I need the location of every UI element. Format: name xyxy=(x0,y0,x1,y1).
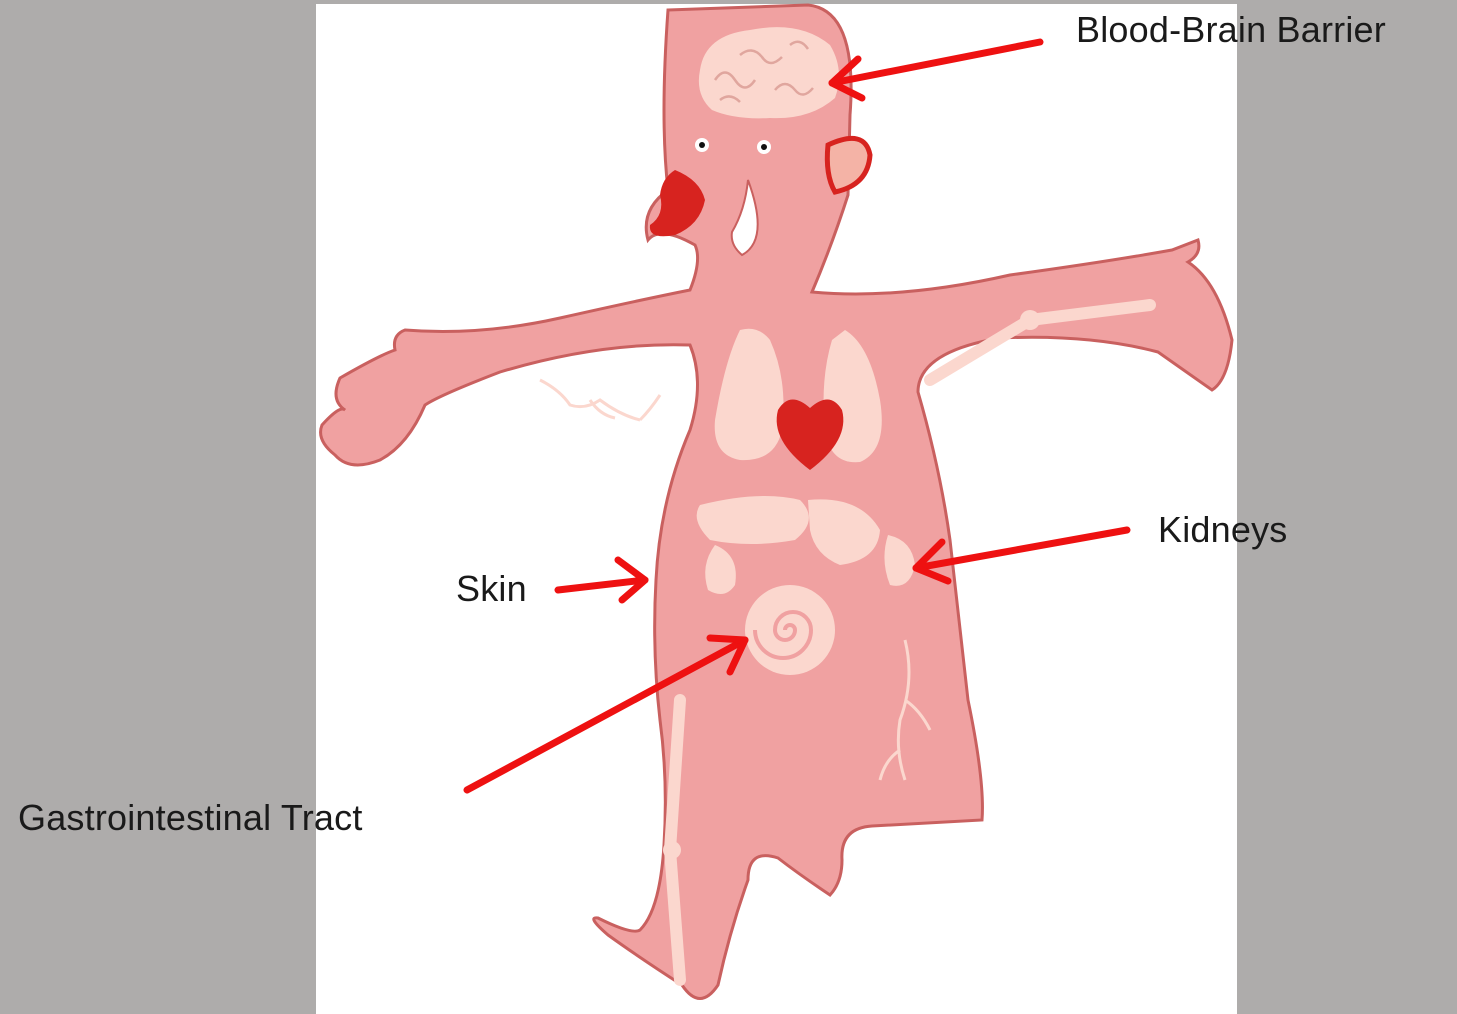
liver xyxy=(697,496,809,544)
label-blood-brain-barrier: Blood-Brain Barrier xyxy=(1076,12,1386,48)
label-skin: Skin xyxy=(456,571,527,607)
label-kidneys: Kidneys xyxy=(1158,512,1287,548)
ear xyxy=(827,138,870,192)
intestine-outer xyxy=(745,585,835,675)
arrow-skin xyxy=(558,560,645,600)
brain xyxy=(699,27,839,118)
arm-veins xyxy=(540,380,660,420)
arrow-blood-brain-barrier xyxy=(832,42,1040,98)
label-gastrointestinal-tract: Gastrointestinal Tract xyxy=(18,800,363,836)
